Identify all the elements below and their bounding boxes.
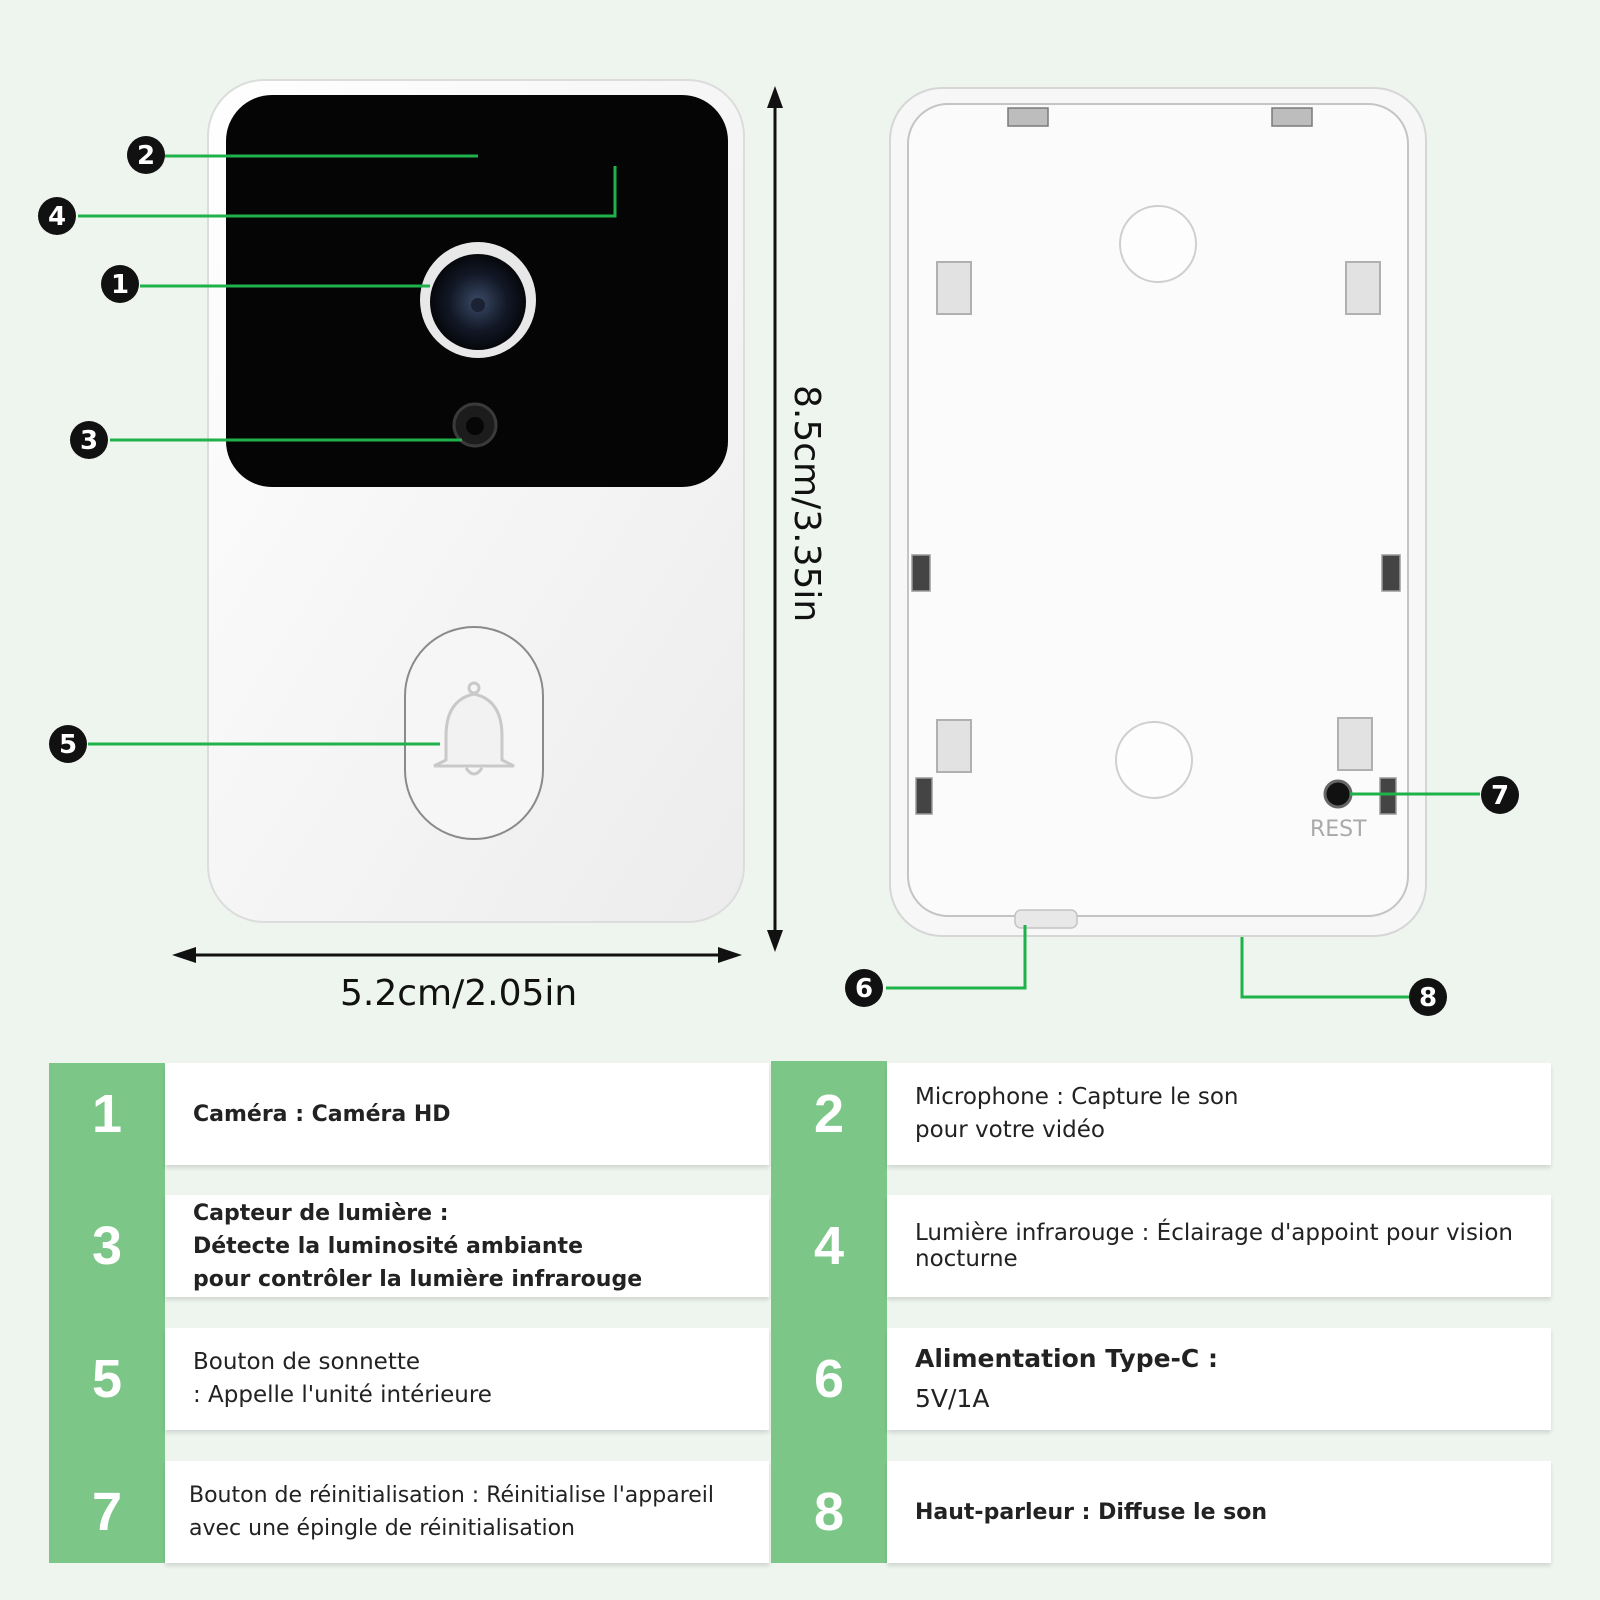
svg-text:7: 7 [1491,781,1509,811]
callout-marker-1: 1 [101,265,139,303]
legend-num-7: 7 [49,1461,165,1563]
screw-hole-bottom [1115,721,1193,799]
legend-num-5: 5 [49,1328,165,1430]
svg-text:2: 2 [137,141,155,171]
legend-num-3: 3 [49,1195,165,1297]
side-clips [911,554,1401,815]
legend-num-8: 8 [771,1461,887,1563]
doorbell-back-view: REST [889,87,1427,937]
legend-text-5: Bouton de sonnette : Appelle l'unité int… [165,1328,769,1430]
usb-c-notch [1014,909,1078,929]
legend-num-4: 4 [771,1195,887,1297]
doorbell-front-view [207,79,745,923]
legend-row-2: 3 Capteur de lumière : Détecte la lumino… [49,1195,1551,1297]
legend-num-1: 1 [49,1063,165,1165]
callout-marker-3: 3 [70,421,108,459]
legend-text-3: Capteur de lumière : Détecte la luminosi… [165,1195,769,1297]
legend-row-1: 1 Caméra : Caméra HD 2 Microphone : Capt… [49,1063,1551,1165]
callout-marker-5: 5 [49,725,87,763]
back-inner-panel [907,103,1409,917]
svg-text:8: 8 [1419,983,1437,1013]
height-label: 8.5cm/3.35in [786,385,827,622]
callout-marker-2: 2 [127,136,165,174]
bell-icon [433,681,515,776]
top-clips [1007,107,1313,127]
legend-text-1: Caméra : Caméra HD [165,1063,769,1165]
legend-text-7: Bouton de réinitialisation : Réinitialis… [165,1461,769,1563]
svg-text:4: 4 [48,202,66,232]
screw-hole-top [1119,205,1197,283]
legend-num-2: 2 [771,1063,887,1165]
legend-text-6: Alimentation Type-C : 5V/1A [887,1328,1551,1430]
svg-text:5: 5 [59,730,77,760]
legend-text-4: Lumière infrarouge : Éclairage d'appoint… [887,1195,1551,1297]
height-dimension [767,86,783,952]
legend-row-4: 7 Bouton de réinitialisation : Réinitial… [49,1461,1551,1563]
camera-lens-center [471,298,485,312]
svg-text:3: 3 [80,426,98,456]
callout-marker-8: 8 [1409,978,1447,1016]
product-diagram: 8.5cm/3.35in 5.2cm/2.05in REST [38,79,1519,1016]
width-label: 5.2cm/2.05in [340,973,577,1014]
mounting-slots [936,261,1381,773]
light-sensor-center [466,417,484,435]
legend-text-2: Microphone : Capture le son pour votre v… [887,1063,1551,1165]
callout-marker-7: 7 [1481,776,1519,814]
legend-row-3: 5 Bouton de sonnette : Appelle l'unité i… [49,1328,1551,1430]
callout-marker-4: 4 [38,197,76,235]
callout-marker-6: 6 [845,969,883,1007]
legend-text-8: Haut-parleur : Diffuse le son [887,1461,1551,1563]
svg-text:6: 6 [855,974,873,1004]
reset-button-hole [1323,779,1353,809]
legend-num-6: 6 [771,1328,887,1430]
reset-label: REST [1310,817,1367,842]
svg-text:1: 1 [111,270,129,300]
callout-lines [78,154,1480,999]
width-dimension [172,947,742,963]
